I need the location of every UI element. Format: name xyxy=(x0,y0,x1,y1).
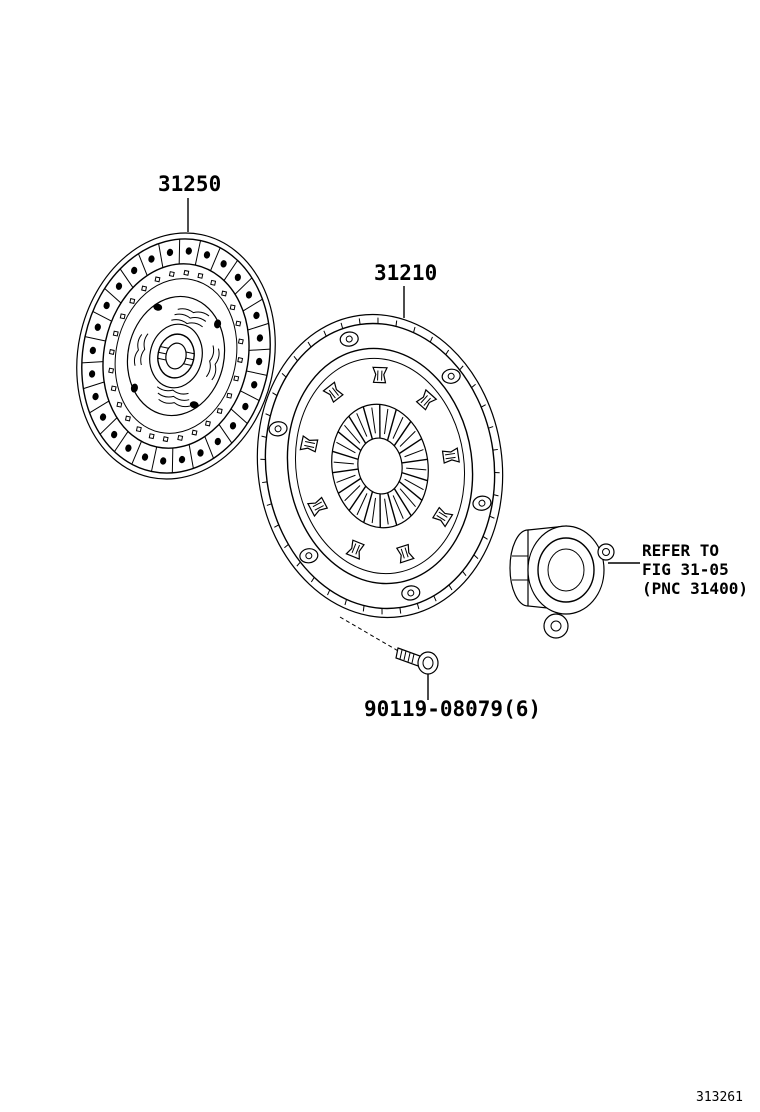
release-bearing xyxy=(509,525,615,639)
reference-line-3: (PNC 31400) xyxy=(642,579,748,598)
reference-line-2: FIG 31-05 xyxy=(642,560,729,579)
bolt-part-number: 90119-08079(6) xyxy=(364,697,541,721)
figure-id: 313261 xyxy=(696,1090,743,1105)
cover-flange-tabs xyxy=(260,317,500,615)
clutch-cover-part-number: 31210 xyxy=(374,261,437,285)
diaphragm-spring-levers xyxy=(299,366,460,564)
clutch-cover xyxy=(256,313,504,619)
damper-springs xyxy=(130,303,222,409)
leader-lines xyxy=(187,198,640,700)
clutch-disc xyxy=(76,232,276,480)
clutch-disc-part-number: 31250 xyxy=(158,172,221,196)
reference-line-1: REFER TO xyxy=(642,541,719,560)
diaphragm-spring-fingers xyxy=(332,404,428,528)
friction-rivets xyxy=(81,239,271,473)
bolt xyxy=(395,647,439,675)
